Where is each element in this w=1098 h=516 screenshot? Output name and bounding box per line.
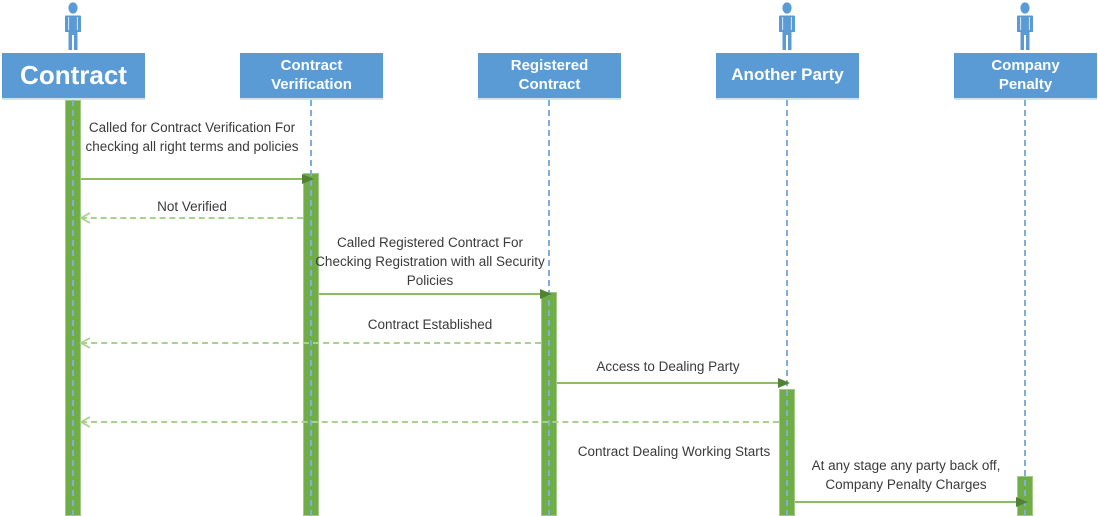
message-arrow — [557, 378, 790, 388]
message-arrow — [319, 289, 552, 299]
message-arrow — [79, 416, 779, 428]
message-arrow — [79, 337, 541, 349]
actor-box-contract-verification: Contract Verification — [240, 53, 383, 100]
arrowhead-right-icon — [302, 174, 314, 184]
lifeline-another-party — [786, 100, 788, 516]
actor-label: Another Party — [731, 65, 844, 85]
person-icon — [65, 2, 81, 50]
message-arrow — [81, 174, 314, 184]
message-label: Called for Contract Verification For che… — [85, 120, 299, 154]
message-arrow — [79, 212, 303, 224]
arrowhead-right-icon — [1016, 497, 1028, 507]
actor-box-another-party: Another Party — [716, 53, 859, 100]
actor-box-company-penalty: Company Penalty — [954, 53, 1097, 100]
arrowhead-left-icon — [79, 337, 91, 349]
arrowhead-right-icon — [540, 289, 552, 299]
actor-label: Company Penalty — [991, 57, 1060, 93]
message-label: Access to Dealing Party — [596, 359, 740, 374]
actor-label: Contract — [20, 59, 127, 90]
lifeline-contract — [72, 100, 74, 516]
message-label: Not Verified — [157, 199, 227, 214]
arrowhead-left-icon — [79, 212, 91, 224]
message-label: Contract Established — [367, 317, 493, 332]
person-icon — [1017, 2, 1033, 50]
lifeline-contract-verification — [310, 100, 312, 516]
actor-label: Contract Verification — [271, 57, 352, 93]
lifeline-company-penalty — [1024, 100, 1026, 516]
message-arrow — [795, 497, 1028, 507]
actor-box-contract: Contract — [2, 53, 145, 100]
arrowhead-left-icon — [79, 416, 91, 428]
message-label: At any stage any party back off, Company… — [811, 458, 1001, 492]
lifeline-registered-contract — [548, 100, 550, 516]
message-label: Contract Dealing Working Starts — [577, 444, 771, 459]
actor-label: Registered Contract — [510, 57, 589, 93]
arrowhead-right-icon — [778, 378, 790, 388]
actor-box-registered-contract: Registered Contract — [478, 53, 621, 100]
message-label: Called Registered Contract For Checking … — [315, 235, 545, 288]
person-icon — [779, 2, 795, 50]
